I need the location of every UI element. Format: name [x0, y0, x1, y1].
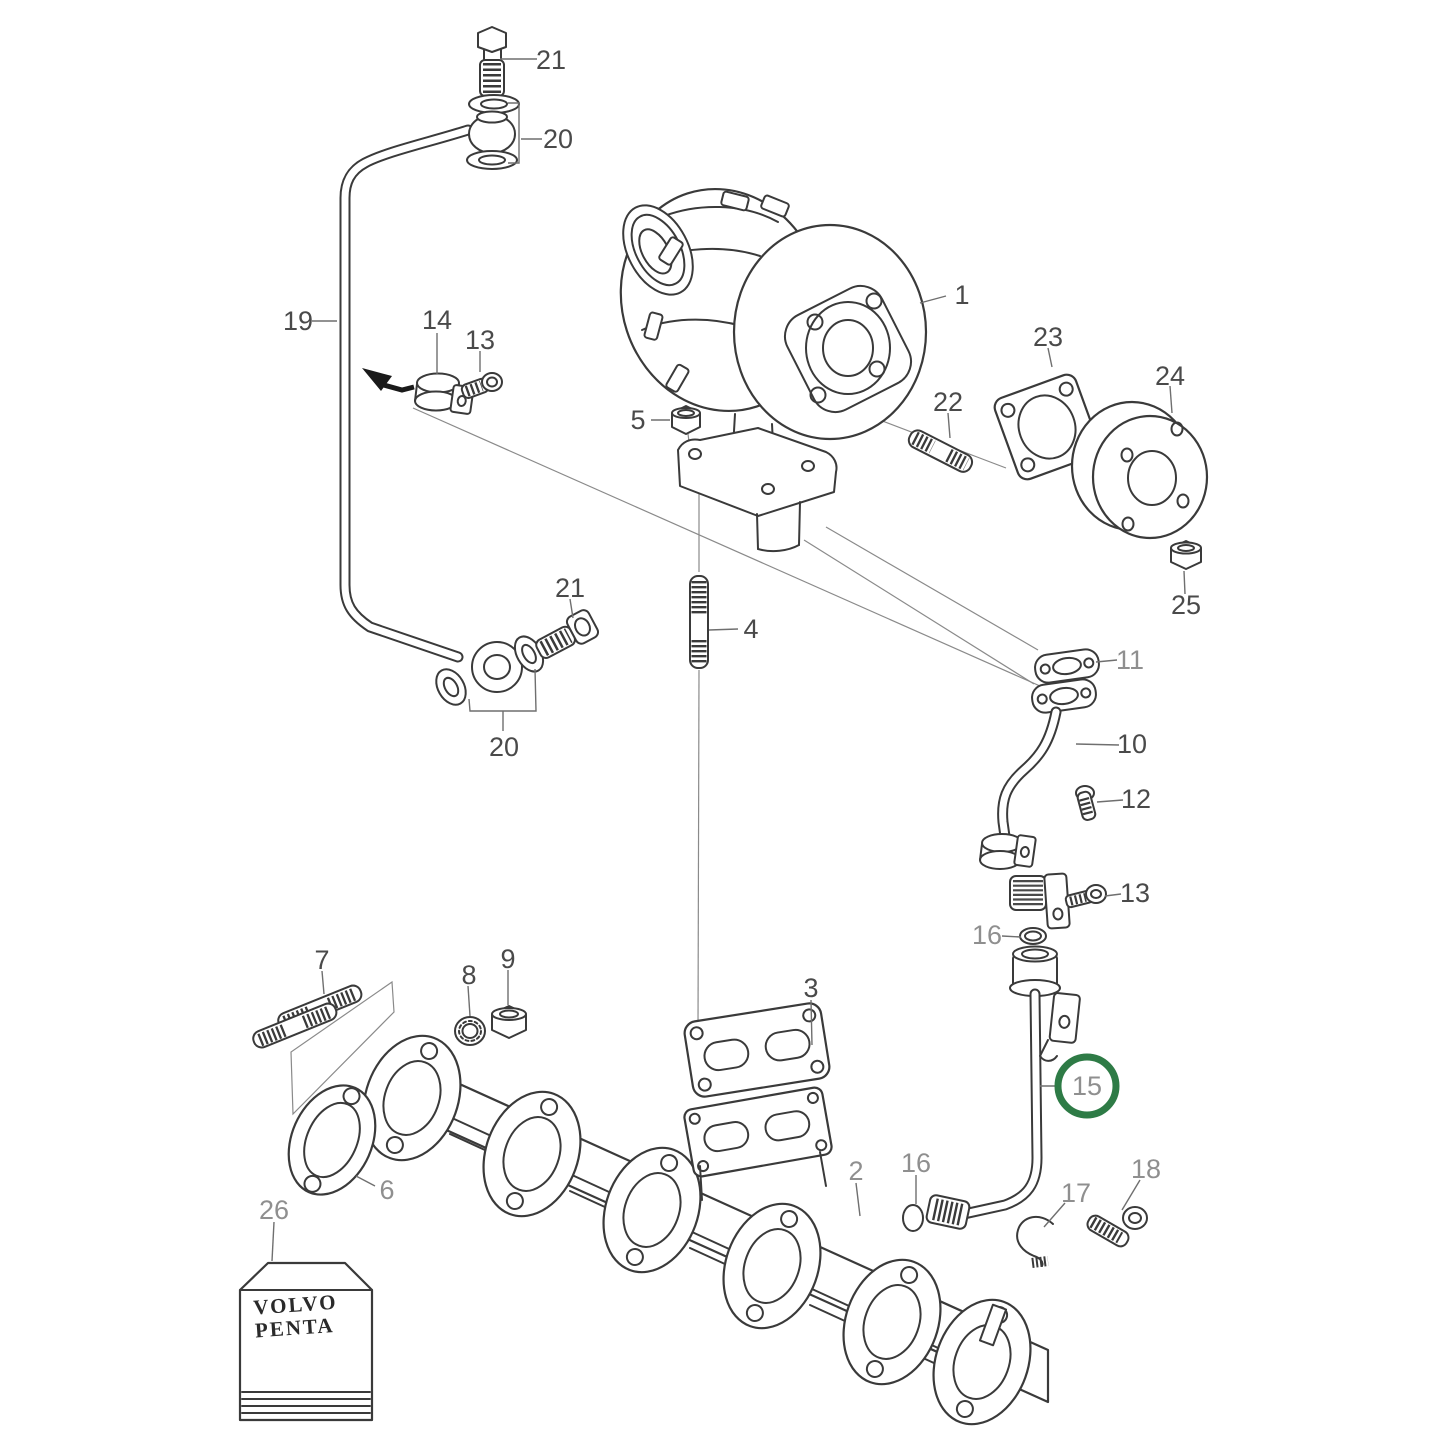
callout-26: 26	[259, 1195, 289, 1225]
banjo-fitting-20-top	[466, 94, 520, 170]
callout-1: 1	[954, 280, 969, 310]
oil-feed-pipe-19	[339, 124, 474, 663]
callout-25: 25	[1171, 590, 1201, 620]
callout-5: 5	[630, 405, 645, 435]
stud-4	[689, 575, 709, 669]
direction-arrow	[362, 368, 415, 393]
callout-13-lower: 13	[1120, 878, 1150, 908]
oil-drain-pipe-10	[997, 706, 1062, 864]
bolt-18	[1086, 1206, 1148, 1248]
nut-25	[1170, 540, 1202, 570]
callout-12: 12	[1121, 784, 1151, 814]
turbo-foot-flange	[677, 427, 838, 553]
turbine-outlet-flange-face	[783, 284, 913, 414]
callout-18: 18	[1131, 1154, 1161, 1184]
callout-20-lower: 20	[489, 732, 519, 762]
callout-labels: 21 20 19 14 13 1 5 22 23 24 25 21 20 4 1…	[259, 45, 1201, 1225]
callout-14: 14	[422, 305, 452, 335]
callout-2: 2	[848, 1156, 863, 1186]
o-ring-16-lower	[902, 1204, 924, 1232]
callout-4: 4	[743, 614, 758, 644]
banjo-bolt-21-lower	[535, 609, 600, 659]
highlight-circle-15	[1054, 1053, 1120, 1119]
leader-lines	[271, 58, 1186, 1262]
callout-8: 8	[461, 960, 476, 990]
banjo-fitting-20-lower	[435, 635, 545, 731]
bracket-plate	[1043, 872, 1071, 930]
callout-19: 19	[283, 306, 313, 336]
callout-20-top: 20	[543, 124, 573, 154]
lock-washer-8	[454, 1016, 486, 1046]
callout-22: 22	[933, 387, 963, 417]
bolt-13-lower	[1064, 884, 1107, 909]
callout-21-lower: 21	[555, 573, 585, 603]
gasket-6	[287, 1084, 377, 1196]
spring-clip-17	[1016, 1215, 1054, 1268]
callout-11: 11	[1116, 645, 1144, 675]
nut-9	[491, 1005, 527, 1039]
exhaust-manifold-2	[362, 1034, 1050, 1426]
studs-7	[252, 980, 395, 1116]
drain-flange-gaskets-11	[1031, 648, 1100, 714]
callout-3: 3	[803, 973, 818, 1003]
turbocharger-1	[619, 187, 928, 553]
hose-sleeve	[1009, 875, 1047, 911]
callout-6: 6	[379, 1175, 394, 1205]
callout-17: 17	[1061, 1178, 1091, 1208]
clamp-lugs	[643, 190, 790, 393]
volvo-penta-kit-box-26: VOLVO PENTA	[238, 1261, 374, 1422]
bolt-13-top	[460, 372, 503, 399]
turbo-mounting-pad	[683, 1086, 833, 1178]
callout-16-upper: 16	[972, 920, 1002, 950]
callout-13-top: 13	[465, 325, 495, 355]
callout-9: 9	[500, 944, 515, 974]
callout-16-lower: 16	[901, 1148, 931, 1178]
callout-10: 10	[1117, 729, 1147, 759]
brand-line-penta: PENTA	[254, 1313, 335, 1342]
callout-24: 24	[1155, 361, 1185, 391]
callout-7: 7	[314, 945, 329, 975]
gasket-3	[683, 1002, 831, 1098]
bolt-12	[1075, 785, 1097, 821]
cover-flange-24	[1070, 400, 1209, 540]
banjo-bolt-21-top	[477, 26, 507, 97]
hose-clamp-upper	[979, 833, 1037, 870]
brand-line-volvo: VOLVO	[253, 1290, 339, 1320]
callout-23: 23	[1033, 322, 1063, 352]
nut-5	[671, 405, 701, 435]
o-ring-16-upper	[1019, 927, 1047, 945]
callout-15-highlighted: 15	[1072, 1071, 1102, 1101]
oil-return-pipe-15	[925, 945, 1081, 1230]
callout-21-top: 21	[536, 45, 566, 75]
stud-22	[907, 429, 974, 473]
